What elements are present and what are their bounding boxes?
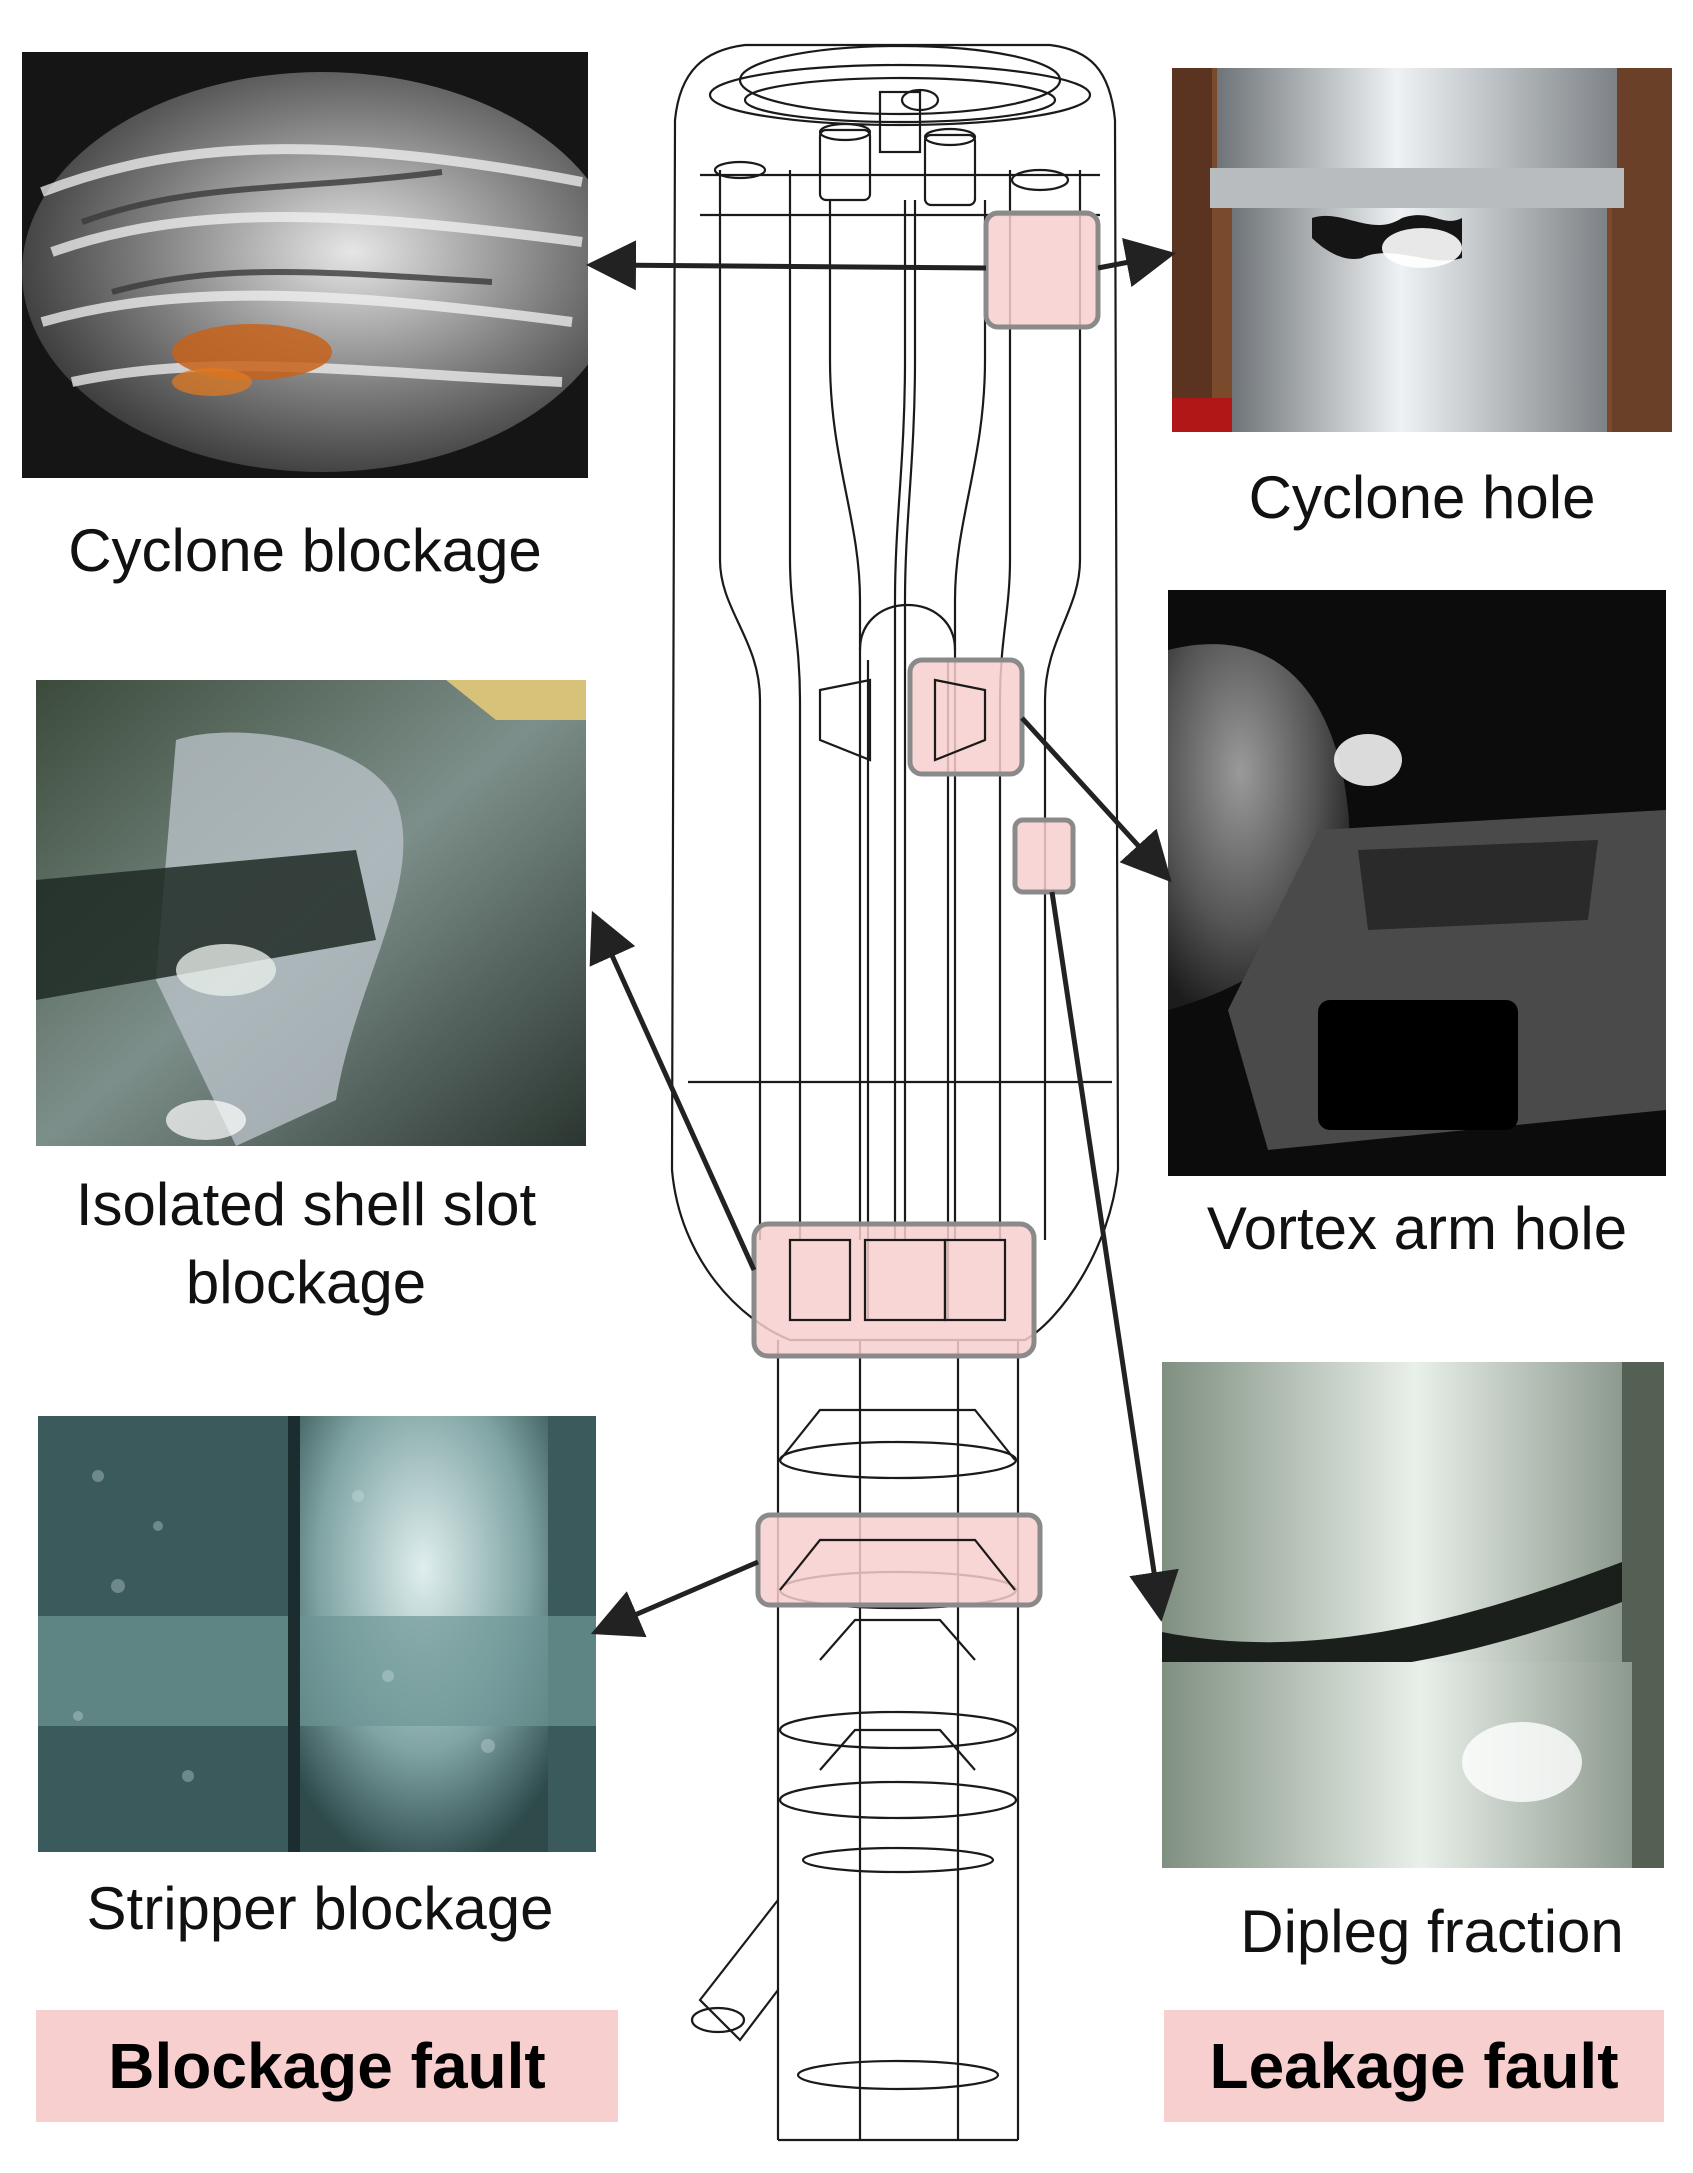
photo-cyclone-hole: [1172, 68, 1672, 432]
leakage-fault-label: Leakage fault: [1164, 2010, 1664, 2122]
highlight-dipleg: [1012, 817, 1076, 895]
highlight-cyclone-top: [983, 210, 1101, 330]
caption-vortex-arm-hole: Vortex arm hole: [1206, 1195, 1628, 1262]
highlight-vortex-arm: [907, 657, 1025, 777]
caption-dipleg-fraction: Dipleg fraction: [1240, 1898, 1624, 1965]
arrow-stripper-blockage: [590, 1559, 759, 1638]
arrow-vortex-arm-hole: [1020, 716, 1172, 883]
caption-cyclone-hole: Cyclone hole: [1248, 464, 1596, 531]
blockage-fault-label: Blockage fault: [36, 2010, 618, 2122]
caption-cyclone-blockage: Cyclone blockage: [68, 517, 542, 584]
photo-isolated-shell-slot-blockage: [36, 680, 586, 1146]
photo-vortex-arm-hole: [1168, 590, 1666, 1176]
photo-cyclone-blockage: [22, 52, 588, 478]
photo-stripper-blockage: [38, 1416, 596, 1852]
highlight-stripper: [755, 1512, 1043, 1608]
photo-dipleg-fraction: [1162, 1362, 1664, 1868]
arrow-cyclone-blockage: [586, 240, 987, 291]
arrow-cyclone-hole: [1097, 237, 1176, 288]
caption-isolated-shell-slot-blockage: Isolated shell slot blockage: [75, 1171, 537, 1316]
caption-stripper-blockage: Stripper blockage: [86, 1875, 554, 1942]
vessel-outline: [670, 43, 1120, 1342]
highlight-isolated-shell: [751, 1221, 1037, 1359]
arrow-isolated-shell-slot: [589, 910, 757, 1272]
arrow-dipleg-fraction: [1049, 891, 1179, 1622]
